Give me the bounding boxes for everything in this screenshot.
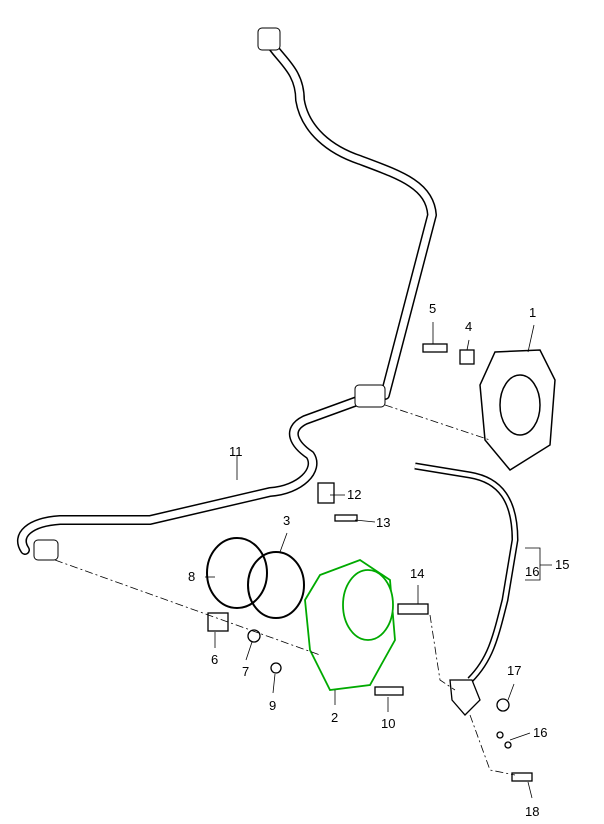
- callout-6: 6: [211, 652, 219, 667]
- hose-line-15: [414, 462, 519, 683]
- o-ring-3: [247, 551, 305, 619]
- callout-13: 13: [376, 515, 391, 530]
- part-1-cover: [479, 349, 556, 471]
- hose-line-11: [16, 27, 437, 561]
- callout-4: 4: [465, 319, 473, 334]
- callout-3: 3: [283, 513, 291, 528]
- callout-8: 8: [188, 569, 196, 584]
- part-2-vacuum-pump: [304, 558, 396, 691]
- callout-9: 9: [269, 698, 277, 713]
- callout-16-lower: 16: [533, 725, 548, 740]
- o-ring-8: [206, 537, 268, 609]
- callout-18: 18: [525, 804, 540, 819]
- callout-14: 14: [410, 566, 425, 581]
- callout-2: 2: [331, 710, 339, 725]
- callout-10: 10: [381, 716, 396, 731]
- callout-17: 17: [507, 663, 522, 678]
- callout-15: 15: [555, 557, 570, 572]
- small-parts: [207, 343, 533, 782]
- callout-7: 7: [242, 664, 250, 679]
- leader-lines: [54, 322, 552, 799]
- callout-11: 11: [229, 444, 243, 459]
- callout-12: 12: [347, 487, 362, 502]
- callout-1: 1: [529, 305, 537, 320]
- callout-16: 16: [525, 564, 540, 579]
- callout-5: 5: [429, 301, 437, 316]
